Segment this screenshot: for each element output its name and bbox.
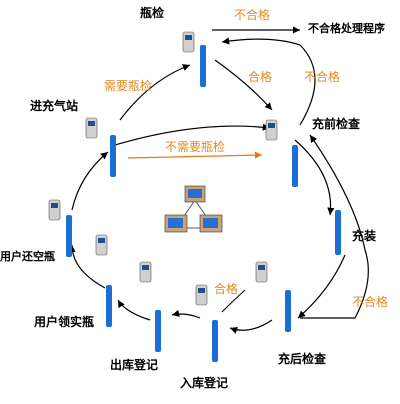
- label-filling: 充装: [352, 229, 377, 243]
- arrow-check-qualified: [214, 59, 273, 111]
- label-station: 进充气站: [30, 99, 79, 113]
- arrow-need-check: [119, 64, 191, 121]
- label-out-register: 出库登记: [110, 358, 159, 372]
- arrow-postcheck-unqualified: [300, 134, 369, 319]
- cylinder-in: [212, 320, 218, 362]
- arrow-station-to-precheck: [114, 123, 271, 146]
- arrow-inregister-to-outregister: [171, 309, 201, 319]
- handheld-scanner-icon: [48, 31, 278, 306]
- label-unqualified-process: 不合格处理程序: [308, 22, 385, 35]
- arrow-postcheck-to-inregister: [229, 319, 273, 334]
- label-unqualified-lower: 不合格: [352, 295, 389, 309]
- cylinder-filling: [335, 210, 341, 255]
- arrow-no-need-check: [127, 151, 263, 159]
- handheld-screen-icon: [51, 35, 275, 293]
- label-post-check: 充后检查: [278, 352, 327, 366]
- cylinder-receive: [106, 285, 112, 327]
- cylinder-out: [155, 310, 161, 352]
- label-pre-check: 充前检查: [312, 117, 361, 131]
- label-return-empty: 用户还空瓶: [0, 250, 55, 263]
- arrow-filling-to-postcheck: [297, 254, 346, 319]
- cylinder-post: [285, 290, 291, 332]
- arrow-precheck-unqualified: [221, 37, 316, 126]
- arrow-qualified-2: [221, 289, 246, 313]
- cylinder-bottle-check: [200, 45, 206, 87]
- label-need-check: 需要瓶检: [104, 79, 153, 93]
- cylinder-return: [66, 215, 72, 257]
- label-receive-full: 用户领实瓶: [34, 315, 95, 329]
- arrow-receive-to-return: [68, 244, 106, 289]
- label-unqualified-right: 不合格: [304, 70, 341, 84]
- label-qualified-2: 合格: [214, 282, 239, 296]
- computer-network-icon: [164, 185, 223, 233]
- label-in-register: 入库登记: [180, 376, 229, 390]
- label-unqualified-top: 不合格: [234, 8, 271, 22]
- label-qualified-1: 合格: [248, 70, 273, 84]
- label-bottle-check: 瓶检: [140, 6, 165, 20]
- arrow-outregister-to-receive: [117, 299, 151, 321]
- cylinder-station: [110, 135, 116, 177]
- label-no-need-check: 不需要瓶检: [165, 140, 226, 154]
- arrow-return-to-station: [71, 151, 109, 211]
- arrow-precheck-to-filling: [294, 139, 335, 216]
- cylinder-precheck: [292, 145, 298, 187]
